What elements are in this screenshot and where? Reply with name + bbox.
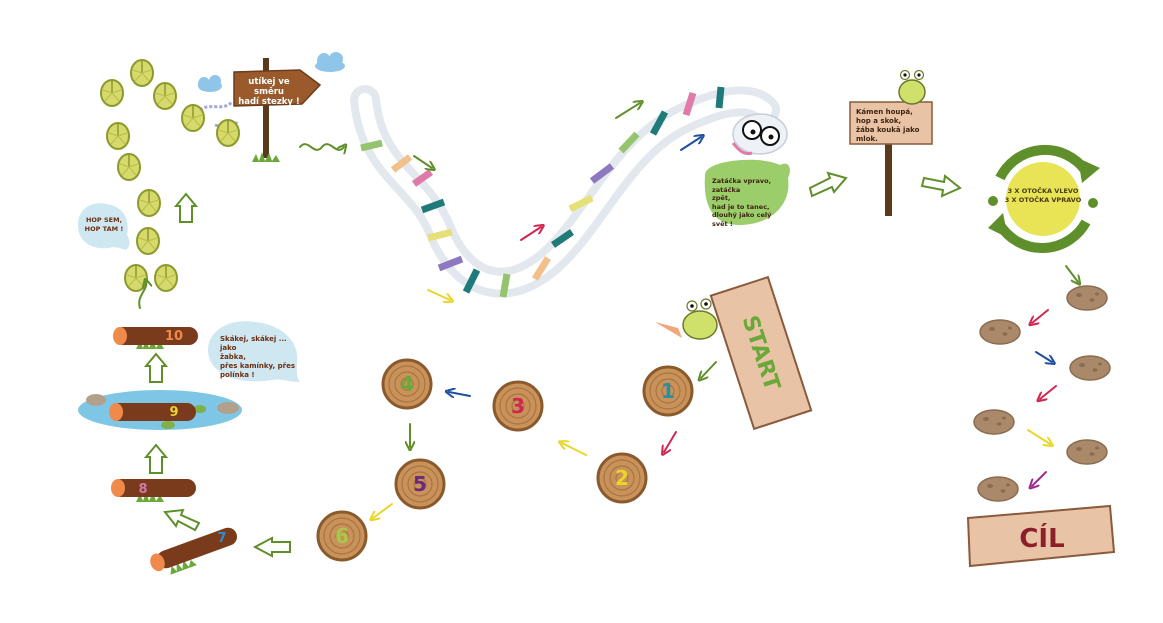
log-7[interactable] xyxy=(148,525,242,580)
log-8[interactable] xyxy=(111,479,196,502)
outline-arrows xyxy=(143,171,962,558)
stone-5[interactable] xyxy=(1066,439,1108,465)
finish-board[interactable] xyxy=(966,504,1116,568)
stone-sign-text: Kámen houpá, hop a skok, žába koukā jako… xyxy=(856,108,920,143)
snake-trail-sign-text: utíkej ve směru hadí stezky ! xyxy=(238,77,300,107)
stump-5-number: 5 xyxy=(413,472,427,496)
frog-bubble-text: Skákej, skákej ... jako žabka, přes kamí… xyxy=(220,335,296,379)
stone-2[interactable] xyxy=(979,319,1021,345)
stone-sign xyxy=(849,101,933,216)
stump-4-number: 4 xyxy=(400,372,414,396)
stump-2-number: 2 xyxy=(615,466,629,490)
cloud-icon xyxy=(315,52,345,72)
stump-6-number: 6 xyxy=(335,524,349,548)
log-10-number: 10 xyxy=(165,329,183,344)
log-7-number: 7 xyxy=(217,531,226,546)
stone-6[interactable] xyxy=(977,476,1019,502)
stump-3-number: 3 xyxy=(511,394,525,418)
hop-bubble-text: HOP SEM, HOP TAM ! xyxy=(84,216,124,233)
cloud-icon xyxy=(198,75,222,92)
snake-trail-sign xyxy=(199,58,322,162)
frog-icon xyxy=(898,69,926,105)
spin-loop-text: 3 X OTOČKA VLEVO 3 X OTOČKA VPRAVO xyxy=(1004,187,1082,204)
snake-path xyxy=(350,85,780,298)
log-10[interactable] xyxy=(113,327,198,349)
frog-bubble xyxy=(208,321,300,382)
finish-label: CÍL xyxy=(1019,522,1064,554)
stone-1[interactable] xyxy=(1066,285,1108,311)
hop-bubble xyxy=(78,203,130,250)
spin-loop xyxy=(988,144,1100,254)
snake-bubble-text: Zatáčka vpravo, zatáčka zpět, had je to … xyxy=(712,177,772,228)
stump-1-number: 1 xyxy=(661,379,675,403)
log-9[interactable] xyxy=(109,403,196,421)
stone-4[interactable] xyxy=(973,409,1015,435)
start-board[interactable] xyxy=(709,275,813,431)
line-arrows xyxy=(138,103,1078,518)
snake-head xyxy=(731,113,788,156)
frog-icon xyxy=(655,298,718,340)
log-8-number: 8 xyxy=(138,482,147,497)
snake-bubble xyxy=(704,159,790,225)
log-9-number: 9 xyxy=(169,405,178,420)
lily-pads xyxy=(100,59,240,292)
stone-3[interactable] xyxy=(1069,355,1111,381)
